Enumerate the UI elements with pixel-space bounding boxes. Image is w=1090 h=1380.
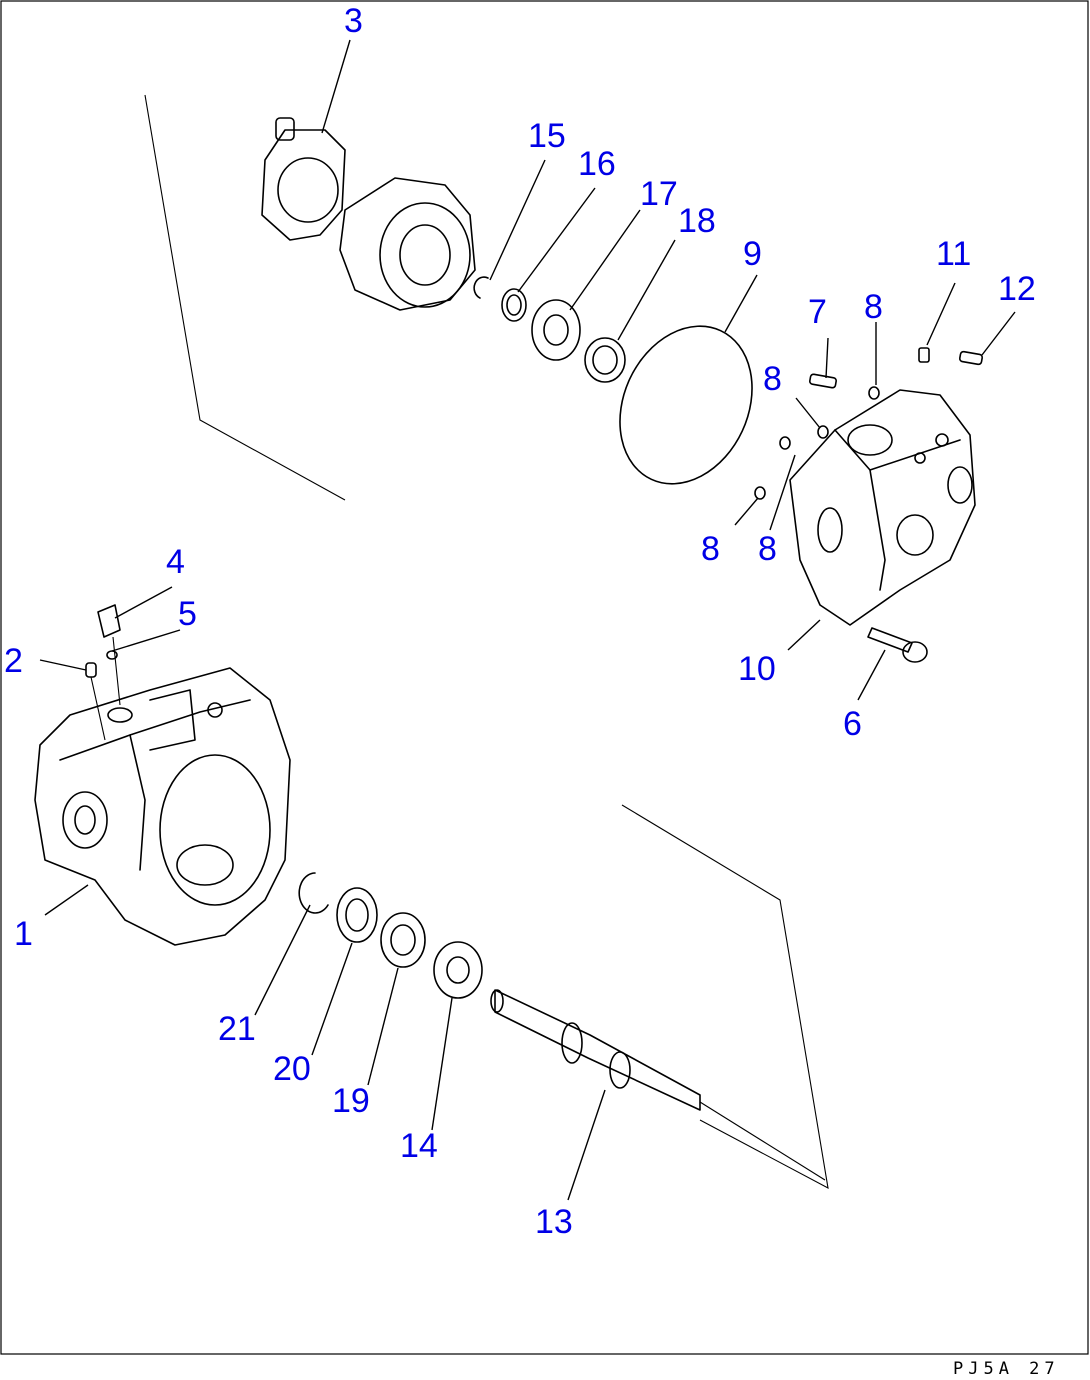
o-ring-part-8-c xyxy=(779,436,791,450)
callout-20: 20 xyxy=(273,1050,311,1088)
bearing-part-14 xyxy=(433,941,483,999)
o-ring-part-9 xyxy=(619,325,753,485)
callout-8-d: 8 xyxy=(758,530,777,568)
callout-2: 2 xyxy=(4,642,23,680)
callout-13: 13 xyxy=(535,1203,573,1241)
callout-18: 18 xyxy=(678,202,716,240)
callout-12: 12 xyxy=(998,270,1036,308)
callout-8-a: 8 xyxy=(864,288,883,326)
cylinder-block xyxy=(339,177,476,311)
callout-3: 3 xyxy=(344,2,363,40)
cradle-part-3 xyxy=(261,117,346,241)
callout-6: 6 xyxy=(843,705,862,743)
pin-part-11 xyxy=(918,347,930,363)
callout-14: 14 xyxy=(400,1127,438,1165)
end-cap-part-10 xyxy=(789,389,976,626)
callout-11: 11 xyxy=(936,235,971,273)
callout-4: 4 xyxy=(166,543,185,581)
leader-lines xyxy=(39,39,1016,1201)
callout-17: 17 xyxy=(640,175,678,213)
callout-8-b: 8 xyxy=(763,360,782,398)
screw-part-2 xyxy=(85,662,106,741)
bearing-part-19 xyxy=(380,912,426,968)
callout-19: 19 xyxy=(332,1082,370,1120)
callout-1: 1 xyxy=(14,915,33,953)
plane-line-bottom xyxy=(621,804,829,1190)
seal-part-18 xyxy=(584,337,626,383)
callout-7: 7 xyxy=(808,293,827,331)
callout-5: 5 xyxy=(178,595,197,633)
ring-part-16 xyxy=(501,288,527,322)
callout-10: 10 xyxy=(738,650,776,688)
o-ring-part-8-b xyxy=(817,425,829,439)
shaft-part-13 xyxy=(490,989,826,1181)
o-ring-part-8-a xyxy=(868,386,880,400)
snap-ring-part-15 xyxy=(473,276,489,299)
plug-part-4 xyxy=(97,604,121,706)
callout-15: 15 xyxy=(528,117,566,155)
drawing-code: PJ5A 27 xyxy=(953,1359,1060,1379)
callout-8-c: 8 xyxy=(701,530,720,568)
seal-part-20 xyxy=(336,887,378,943)
callout-9: 9 xyxy=(743,235,762,273)
pump-case-part-1 xyxy=(34,667,291,946)
o-ring-part-8-d xyxy=(754,486,766,500)
bolt-part-6 xyxy=(867,627,928,663)
pin-part-12 xyxy=(958,350,984,366)
plane-line-top xyxy=(144,94,346,501)
bearing-part-17 xyxy=(531,299,581,361)
pin-part-7 xyxy=(809,373,837,389)
callout-21: 21 xyxy=(218,1010,256,1048)
callout-16: 16 xyxy=(578,145,616,183)
o-ring-part-5 xyxy=(106,650,118,660)
snap-ring-part-21 xyxy=(298,872,329,914)
